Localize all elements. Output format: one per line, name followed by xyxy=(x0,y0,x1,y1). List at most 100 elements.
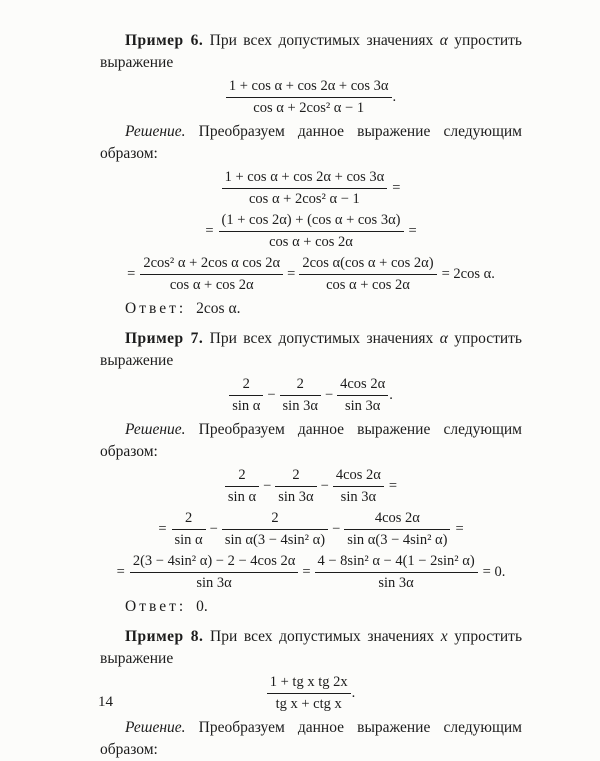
fraction: 1 + tg x tg 2x tg x + ctg x xyxy=(266,674,351,713)
fraction-numerator: 2cos α(cos α + cos 2α) xyxy=(299,255,437,275)
fraction: 2 sin α xyxy=(229,376,264,415)
equals-sign: = xyxy=(388,477,398,494)
punctuation: . xyxy=(351,684,356,701)
page-number: 14 xyxy=(98,694,113,710)
fraction-denominator: cos α + cos 2α xyxy=(169,277,254,293)
equals-sign: = xyxy=(158,520,167,537)
fraction: 2 sin α(3 − 4sin² α) xyxy=(221,510,329,549)
example-6-heading: Пример 6. При всех допустимых значениях … xyxy=(100,30,522,74)
fraction-denominator: sin α xyxy=(174,532,203,548)
fraction-numerator: 2 xyxy=(224,467,260,487)
fraction-numerator: 2 xyxy=(171,510,206,530)
fraction-denominator: cos α + 2cos² α − 1 xyxy=(249,191,360,207)
fraction-denominator: sin α(3 − 4sin² α) xyxy=(347,532,448,548)
equals-sign: = xyxy=(392,179,401,196)
example-6-step-2: =(1 + cos 2α) + (cos α + cos 3α)cos α + … xyxy=(70,212,552,251)
solution-label: Решение. xyxy=(125,719,186,736)
fraction: (1 + cos 2α) + (cos α + cos 3α)cos α + c… xyxy=(218,212,404,251)
fraction-numerator: 2(3 − 4sin² α) − 2 − 4cos 2α xyxy=(129,553,299,573)
minus-sign: − xyxy=(320,477,329,494)
example-7-intro-pre: При всех допустимых значениях xyxy=(209,330,434,347)
punctuation: . xyxy=(392,88,397,105)
example-6-intro-pre: При всех допустимых значениях xyxy=(209,32,434,49)
fraction-denominator: sin α xyxy=(227,489,257,505)
fraction-denominator: sin 3α xyxy=(340,489,377,505)
example-7-solution-intro: Решение. Преобразуем данное выражение сл… xyxy=(100,419,522,463)
equals-sign: = xyxy=(116,563,125,580)
example-6-step-1: 1 + cos α + cos 2α + cos 3α cos α + 2cos²… xyxy=(70,169,552,208)
result: = 0. xyxy=(482,563,506,580)
fraction: 2(3 − 4sin² α) − 2 − 4cos 2α sin 3α xyxy=(129,553,299,592)
answer-label: Ответ: xyxy=(125,300,187,317)
answer-value: 2cos α. xyxy=(196,300,241,317)
example-6-given-formula: 1 + cos α + cos 2α + cos 3α cos α + 2cos²… xyxy=(70,78,552,117)
fraction-numerator: 4 − 8sin² α − 4(1 − 2sin² α) xyxy=(314,553,478,573)
minus-sign: − xyxy=(324,386,334,403)
fraction: 4cos 2α sin α(3 − 4sin² α) xyxy=(344,510,451,549)
example-6-variable: α xyxy=(439,32,448,49)
fraction-numerator: 4cos 2α xyxy=(332,467,384,487)
punctuation: . xyxy=(389,386,393,403)
fraction-denominator: sin α(3 − 4sin² α) xyxy=(224,532,326,548)
fraction-denominator: cos α + cos 2α xyxy=(326,277,410,293)
fraction-numerator: 1 + cos α + cos 2α + cos 3α xyxy=(221,169,388,189)
fraction: 2 sin 3α xyxy=(279,376,321,415)
fraction-denominator: sin 3α xyxy=(282,398,318,414)
fraction: 2 sin α xyxy=(171,510,206,549)
example-8-intro-post: упростить выражение xyxy=(100,628,523,667)
fraction-denominator: sin α xyxy=(232,398,261,414)
example-7-variable: α xyxy=(439,330,448,347)
example-7-label: Пример 7. xyxy=(125,330,204,347)
minus-sign: − xyxy=(332,520,341,537)
example-6-label: Пример 6. xyxy=(125,32,204,49)
equals-sign: = xyxy=(287,265,296,282)
equals-sign: = xyxy=(127,265,136,282)
equals-sign: = xyxy=(205,222,214,239)
fraction: 2cos² α + 2cos α cos 2α cos α + cos 2α xyxy=(140,255,284,294)
fraction-numerator: 1 + cos α + cos 2α + cos 3α xyxy=(225,78,392,98)
fraction-denominator: sin 3α xyxy=(196,575,232,591)
fraction-numerator: 1 + tg x tg 2x xyxy=(266,674,351,694)
fraction-numerator: 2 xyxy=(221,510,329,530)
solution-text: Преобразуем данное выражение следующим о… xyxy=(100,123,522,162)
example-8-variable: x xyxy=(440,628,448,645)
minus-sign: − xyxy=(267,386,276,403)
example-7-heading: Пример 7. При всех допустимых значениях … xyxy=(100,328,522,372)
example-8-given-formula: 1 + tg x tg 2x tg x + ctg x. xyxy=(70,674,552,713)
example-6-answer: Ответ: 2cos α. xyxy=(100,298,522,320)
example-6-solution-intro: Решение. Преобразуем данное выражение сл… xyxy=(100,121,522,165)
example-7-answer: Ответ:0. xyxy=(100,596,522,618)
fraction-denominator: tg x + ctg x xyxy=(275,696,342,712)
fraction-denominator: cos α + 2cos² α − 1 xyxy=(253,100,365,116)
equals-sign: = xyxy=(302,563,311,580)
fraction-numerator: (1 + cos 2α) + (cos α + cos 3α) xyxy=(218,212,404,232)
fraction-numerator: 2cos² α + 2cos α cos 2α xyxy=(140,255,284,275)
solution-label: Решение. xyxy=(125,421,186,438)
fraction-numerator: 4cos 2α xyxy=(344,510,451,530)
fraction: 4 − 8sin² α − 4(1 − 2sin² α) sin 3α xyxy=(314,553,478,592)
answer-value: 0. xyxy=(196,598,208,615)
example-8-heading: Пример 8. При всех допустимых значениях … xyxy=(100,626,522,670)
example-6-intro-post: упростить выражение xyxy=(100,32,523,71)
fraction: 1 + cos α + cos 2α + cos 3α cos α + 2cos²… xyxy=(221,169,388,208)
example-8-label: Пример 8. xyxy=(125,628,204,645)
minus-sign: − xyxy=(263,477,272,494)
fraction-numerator: 2 xyxy=(229,376,264,396)
fraction: 2 sin α xyxy=(224,467,260,506)
minus-sign: − xyxy=(209,520,218,537)
example-7-intro-post: упростить выражение xyxy=(100,330,523,369)
fraction: 1 + cos α + cos 2α + cos 3α cos α + 2cos²… xyxy=(225,78,392,117)
fraction-numerator: 2 xyxy=(279,376,321,396)
equals-sign: = xyxy=(408,222,417,239)
fraction: 2cos α(cos α + cos 2α) cos α + cos 2α xyxy=(299,255,437,294)
solution-label: Решение. xyxy=(125,123,186,140)
fraction-denominator: sin 3α xyxy=(378,575,414,591)
fraction-numerator: 2 xyxy=(275,467,317,487)
